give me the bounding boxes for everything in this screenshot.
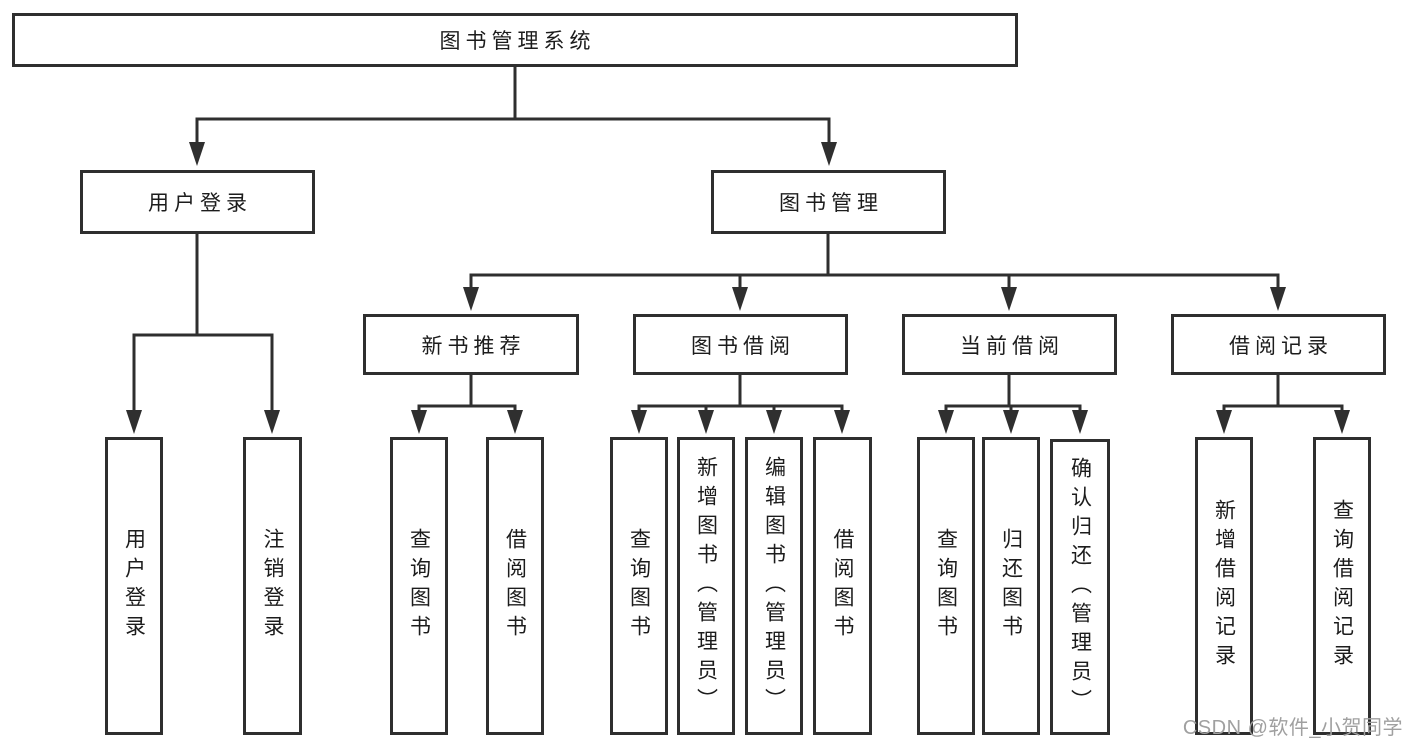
arrow-down-icon [1216,410,1232,434]
leaf-records-query-record-label: 查询借阅记录 [1330,499,1354,673]
leaf-logout: 注销登录 [243,437,302,735]
leaf-borrow-borrow-books-label: 借阅图书 [831,528,854,644]
node-user-login: 用户登录 [80,170,315,234]
connector-group [189,65,837,166]
node-user-login-label: 用户登录 [148,192,252,215]
leaf-records-query-record: 查询借阅记录 [1313,437,1371,735]
arrow-down-icon [507,410,523,434]
connector-group [411,373,523,434]
node-root-label: 图书管理系统 [439,30,596,53]
leaf-newrec-query-books: 查询图书 [390,437,448,735]
arrow-down-icon [411,410,427,434]
leaf-borrow-edit-books-admin-label: 编辑图书（管理员） [762,455,786,717]
arrow-down-icon [126,410,142,434]
connector-group [938,373,1088,434]
leaf-borrow-query-books-label: 查询图书 [627,528,651,644]
node-book-management-label: 图书管理 [779,192,883,215]
arrow-down-icon [264,410,280,434]
leaf-borrow-borrow-books: 借阅图书 [813,437,872,735]
node-new-book-recommend-label: 新书推荐 [421,334,526,358]
arrow-down-icon [463,287,479,311]
leaf-records-add-record: 新增借阅记录 [1195,437,1253,735]
leaf-newrec-borrow-books-label: 借阅图书 [503,528,527,644]
node-borrowing-records: 借阅记录 [1171,314,1386,375]
leaf-user-login: 用户登录 [105,437,163,735]
leaf-records-add-record-label: 新增借阅记录 [1212,499,1236,673]
connector-group [631,373,850,434]
arrow-down-icon [1270,287,1286,311]
leaf-current-confirm-return-admin-label: 确认归还（管理员） [1068,456,1092,718]
leaf-borrow-add-books-admin: 新增图书（管理员） [677,437,735,735]
leaf-newrec-borrow-books: 借阅图书 [486,437,544,735]
arrow-down-icon [1001,287,1017,311]
node-book-borrowing: 图书借阅 [633,314,848,375]
leaf-current-confirm-return-admin: 确认归还（管理员） [1050,439,1110,735]
leaf-newrec-query-books-label: 查询图书 [407,528,431,644]
leaf-borrow-query-books: 查询图书 [610,437,668,735]
arrow-down-icon [1334,410,1350,434]
arrow-down-icon [1072,410,1088,434]
arrow-down-icon [732,287,748,311]
arrow-down-icon [938,410,954,434]
connector-group [126,232,280,434]
node-current-borrowing: 当前借阅 [902,314,1117,375]
csdn-watermark: CSDN @软件_小贺同学 [1182,717,1403,739]
node-borrowing-records-label: 借阅记录 [1229,334,1333,358]
arrow-down-icon [698,410,714,434]
arrow-down-icon [189,142,205,166]
leaf-logout-label: 注销登录 [261,528,284,644]
node-root: 图书管理系统 [12,13,1018,67]
connector-group [463,232,1286,311]
arrow-down-icon [766,410,782,434]
leaf-current-query-books: 查询图书 [917,437,975,735]
leaf-borrow-add-books-admin-label: 新增图书（管理员） [694,455,718,717]
node-current-borrowing-label: 当前借阅 [960,334,1064,358]
leaf-borrow-edit-books-admin: 编辑图书（管理员） [745,437,803,735]
leaf-current-return-books: 归还图书 [982,437,1040,735]
arrow-down-icon [821,142,837,166]
node-book-borrowing-label: 图书借阅 [691,334,795,358]
leaf-current-query-books-label: 查询图书 [934,528,958,644]
arrow-down-icon [834,410,850,434]
leaf-user-login-label: 用户登录 [122,528,146,644]
arrow-down-icon [1003,410,1019,434]
leaf-current-return-books-label: 归还图书 [999,528,1023,644]
node-book-management: 图书管理 [711,170,946,234]
connector-group [1216,373,1350,434]
arrow-down-icon [631,410,647,434]
node-new-book-recommend: 新书推荐 [363,314,579,375]
